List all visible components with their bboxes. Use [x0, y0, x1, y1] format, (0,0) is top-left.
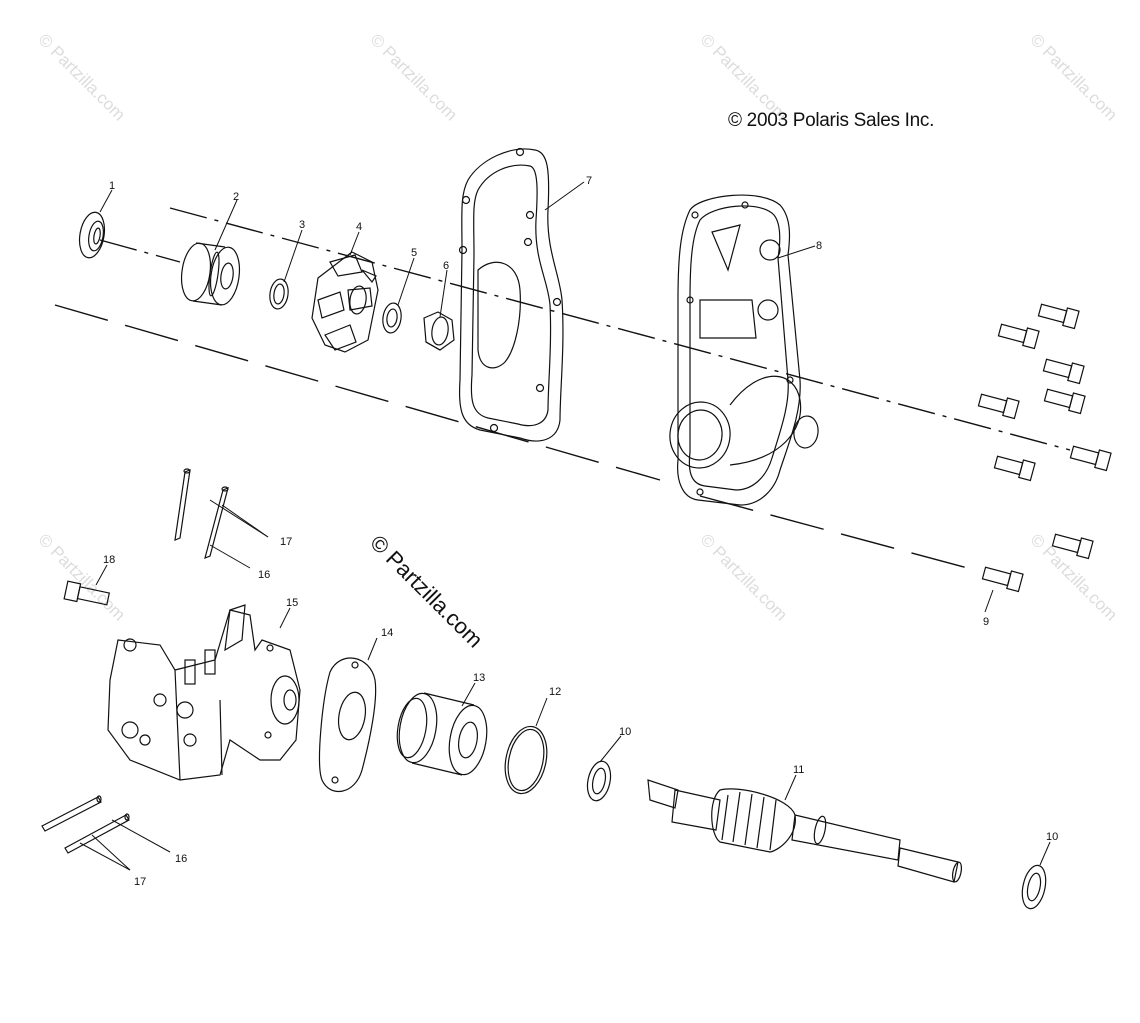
callout-17a: 17 — [280, 536, 292, 548]
callout-1: 1 — [109, 180, 115, 192]
callout-11: 11 — [793, 764, 804, 776]
callout-16b: 16 — [175, 853, 187, 865]
nut — [423, 311, 455, 351]
callout-5: 5 — [411, 247, 417, 259]
callout-4: 4 — [356, 221, 362, 233]
callout-9: 9 — [983, 616, 989, 628]
bolt-18 — [63, 580, 111, 606]
copyright-notice: © 2003 Polaris Sales Inc. — [728, 110, 935, 131]
washer-3 — [269, 278, 289, 310]
washer-10 — [586, 760, 1047, 910]
callout-15: 15 — [286, 597, 298, 609]
impeller — [311, 251, 379, 353]
o-ring — [504, 725, 548, 795]
pump-shaft — [647, 779, 963, 883]
callout-10a: 10 — [619, 726, 631, 738]
leader-lines — [79, 181, 1051, 871]
bearing — [180, 242, 241, 306]
callout-14: 14 — [381, 627, 393, 639]
callout-8: 8 — [816, 240, 822, 252]
callout-12: 12 — [549, 686, 561, 698]
washer-5 — [382, 302, 402, 334]
callout-13: 13 — [473, 672, 485, 684]
callout-2: 2 — [233, 191, 239, 203]
pump-gasket — [318, 657, 377, 793]
callout-10b: 10 — [1046, 831, 1058, 843]
pins-upper — [174, 468, 229, 560]
center-lines — [54, 207, 1071, 571]
callout-16a: 16 — [258, 569, 270, 581]
oil-seal — [78, 211, 106, 259]
callout-3: 3 — [299, 219, 305, 231]
callout-labels: 1 2 3 4 5 6 7 8 9 10 10 11 12 13 14 15 1… — [103, 175, 1058, 888]
water-pump-housing — [669, 194, 819, 506]
pins-lower — [41, 795, 130, 854]
callout-6: 6 — [443, 260, 449, 272]
callout-7: 7 — [586, 175, 592, 187]
seal-sleeve — [396, 692, 488, 776]
callout-17b: 17 — [134, 876, 146, 888]
oil-pump-assembly — [107, 604, 301, 781]
bolt-set-9 — [977, 303, 1112, 593]
callout-18: 18 — [103, 554, 115, 566]
gasket — [458, 147, 564, 442]
